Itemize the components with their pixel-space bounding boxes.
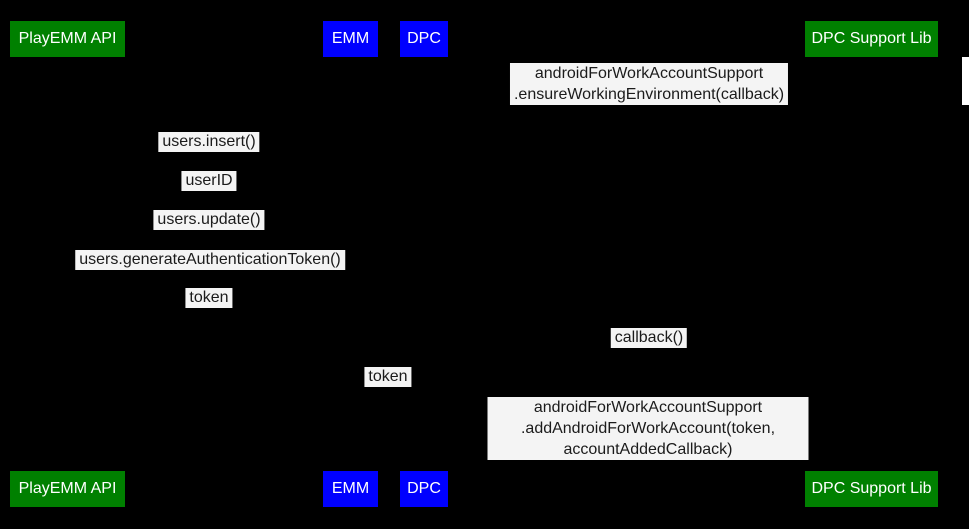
scrollbar-thumb[interactable] [962,57,969,105]
actor-emm-bottom: EMM [323,471,378,507]
message-token-return: token [185,288,233,308]
message-add-android-for-work-account: androidForWorkAccountSupport .addAndroid… [487,397,809,460]
actor-dpc-support-lib-bottom: DPC Support Lib [805,471,938,507]
message-userid: userID [181,171,237,191]
message-token-emm-to-dpc: token [364,367,412,387]
actor-playemm-api-top: PlayEMM API [10,21,125,57]
actor-dpc-bottom: DPC [400,471,448,507]
actor-dpc-top: DPC [400,21,448,57]
actor-dpc-support-lib-top: DPC Support Lib [805,21,938,57]
message-callback: callback() [610,328,688,348]
actor-playemm-api-bottom: PlayEMM API [10,471,125,507]
message-generate-authentication-token: users.generateAuthenticationToken() [75,250,345,270]
actor-emm-top: EMM [323,21,378,57]
message-users-update: users.update() [153,210,265,230]
message-users-insert: users.insert() [158,132,260,152]
message-ensure-working-environment: androidForWorkAccountSupport .ensureWork… [509,63,789,105]
